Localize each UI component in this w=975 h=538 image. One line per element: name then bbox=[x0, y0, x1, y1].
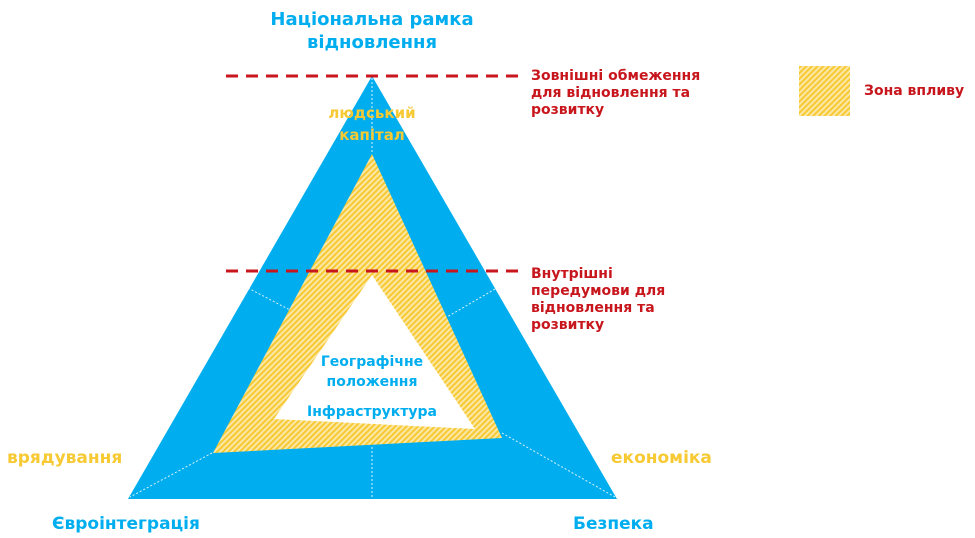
internal-line-2: передумови для bbox=[531, 283, 666, 299]
internal-line-4: розвитку bbox=[531, 317, 605, 333]
internal-line-3: відновлення та bbox=[531, 300, 655, 316]
inner-triangle bbox=[274, 275, 475, 429]
label-geography: Географічне положення bbox=[302, 352, 442, 392]
geography-line-1: Географічне bbox=[320, 354, 424, 370]
external-constraints-label: Зовнішні обмеження для відновлення та ро… bbox=[531, 68, 700, 119]
label-economy: економіка bbox=[611, 448, 712, 468]
internal-line-1: Внутрішні bbox=[531, 266, 613, 282]
label-infrastructure: Інфраструктура bbox=[306, 404, 437, 420]
title-line-2: відновлення bbox=[306, 32, 438, 53]
divider-lines bbox=[129, 78, 616, 499]
title-line-1: Національна рамка bbox=[270, 9, 474, 30]
label-governance: врядування bbox=[7, 448, 123, 468]
legend-label: Зона впливу bbox=[864, 83, 965, 99]
human-capital-line-1: людський bbox=[328, 104, 416, 122]
legend-swatch bbox=[799, 66, 850, 116]
external-line-3: розвитку bbox=[531, 102, 605, 118]
human-capital-line-2: капітал bbox=[339, 126, 405, 144]
label-euro-integration: Євроінтеграція bbox=[52, 514, 200, 534]
internal-prerequisites-label: Внутрішні передумови для відновлення та … bbox=[531, 266, 665, 334]
diagram-title: Національна рамка відновлення bbox=[262, 8, 482, 54]
geography-line-2: положення bbox=[326, 374, 418, 390]
label-human-capital: людський капітал bbox=[312, 102, 432, 146]
external-line-2: для відновлення та bbox=[531, 85, 691, 101]
label-security: Безпека bbox=[573, 514, 654, 534]
external-line-1: Зовнішні обмеження bbox=[531, 68, 701, 84]
